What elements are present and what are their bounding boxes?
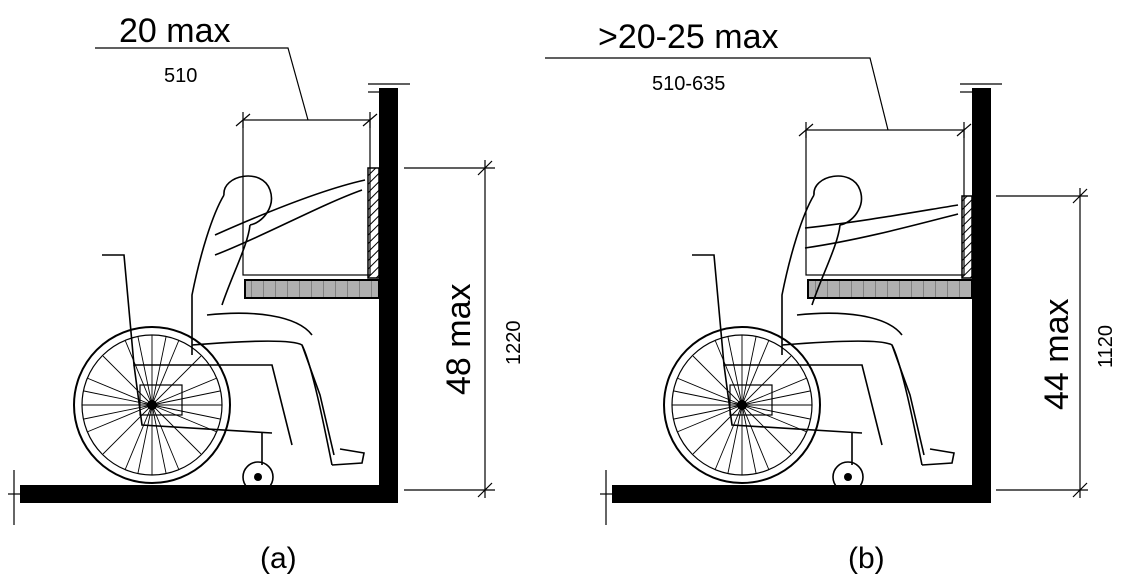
caption-b: (b) xyxy=(848,542,885,575)
arm-a xyxy=(214,179,366,236)
floor-b xyxy=(612,485,990,503)
reach-metric-b: 510-635 xyxy=(652,73,725,95)
height-label-b: 44 max xyxy=(1038,299,1076,411)
reach-label-b: >20-25 max xyxy=(598,18,779,56)
control-panel-a xyxy=(367,167,380,279)
figure-a: 20 max 510 48 max 1220 (a) xyxy=(8,12,525,575)
wall-a xyxy=(379,88,398,503)
wheelchair-user-a xyxy=(73,175,365,494)
wheelchair-user-b xyxy=(663,175,955,494)
caption-a: (a) xyxy=(260,542,297,575)
control-panel-b xyxy=(961,195,973,279)
floor-a xyxy=(20,485,398,503)
reach-box-a xyxy=(242,119,371,276)
height-label-a: 48 max xyxy=(440,284,478,396)
wall-b xyxy=(972,88,991,503)
height-metric-b: 1120 xyxy=(1095,325,1117,368)
reach-metric-a: 510 xyxy=(164,65,197,87)
reach-label-a: 20 max xyxy=(119,12,231,50)
arm-b xyxy=(804,204,959,229)
counter-b xyxy=(807,279,973,299)
reach-box-b xyxy=(805,129,965,276)
leader-line-a xyxy=(95,47,309,121)
counter-a xyxy=(244,279,380,299)
height-metric-a: 1220 xyxy=(503,321,525,366)
figure-b: >20-25 max 510-635 44 max 1120 (b) xyxy=(545,18,1117,575)
leader-line-b xyxy=(545,57,889,131)
